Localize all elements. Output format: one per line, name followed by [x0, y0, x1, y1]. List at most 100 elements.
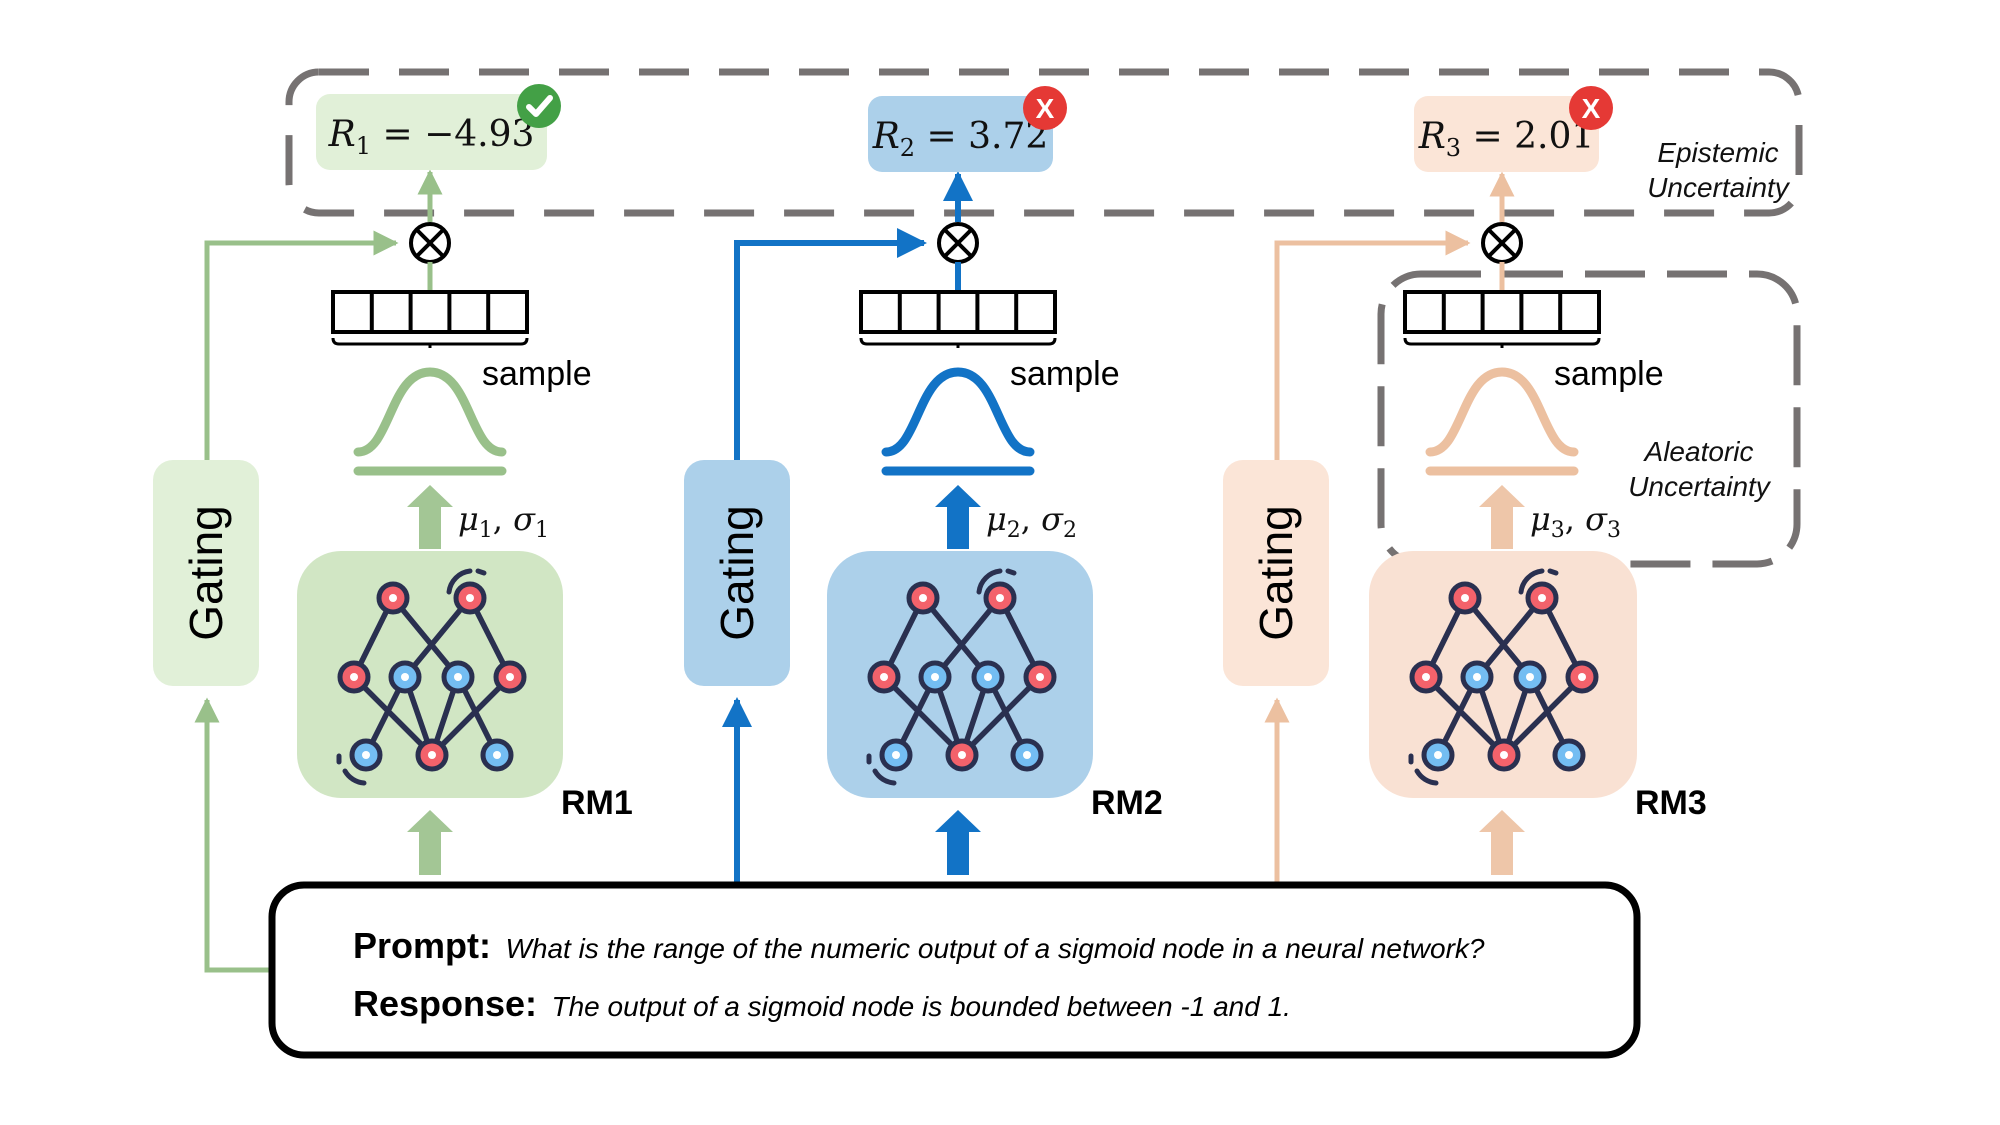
reward-model-rm3[interactable]: RM3	[1369, 551, 1707, 822]
nn-edge	[1462, 596, 1533, 679]
gating-module[interactable]: Gating	[1223, 460, 1329, 686]
reward-box	[1414, 96, 1599, 172]
sigma-index: 1	[535, 518, 549, 543]
vector-brace	[859, 337, 1057, 348]
params-label: μ2, σ2	[986, 500, 1077, 543]
nn-motion-dot	[475, 568, 487, 576]
nn-motion-arc	[872, 768, 897, 786]
comma: ,	[1565, 500, 1585, 538]
cross-badge-icon: X	[1569, 86, 1613, 130]
nn-edge	[920, 596, 991, 679]
nn-motion-arc	[1518, 568, 1545, 595]
comma: ,	[493, 500, 513, 538]
nn-node-core	[362, 751, 370, 759]
input-to-rm-arrow	[407, 810, 453, 875]
reward-model-box[interactable]	[297, 551, 563, 798]
nn-edge	[1502, 675, 1584, 757]
gating-module[interactable]: Gating	[684, 460, 790, 686]
reward-index: 2	[900, 134, 915, 162]
nn-edge	[882, 675, 964, 757]
gating-box[interactable]	[1223, 460, 1329, 686]
vector-box	[1403, 290, 1601, 334]
nn-node-core	[892, 751, 900, 759]
nn-node-core	[1526, 673, 1534, 681]
cross-icon: X	[1582, 93, 1601, 124]
check-badge-icon	[517, 84, 561, 128]
epistemic-dashed-border	[285, 68, 1803, 217]
nn-edge	[1424, 675, 1506, 757]
otimes-cross-b	[1487, 228, 1517, 258]
nn-node-core	[1473, 673, 1481, 681]
reward-model-rm1[interactable]: RM1	[297, 551, 633, 822]
params-arrow	[935, 485, 981, 549]
gating-box[interactable]	[153, 460, 259, 686]
otimes-icon	[1481, 222, 1523, 264]
nn-edge	[1474, 596, 1545, 679]
nn-motion-arc	[1414, 768, 1439, 786]
nn-node-core	[1538, 594, 1546, 602]
reward-equals: =	[371, 114, 424, 155]
nn-edge	[352, 675, 434, 757]
sample-label: sample	[1010, 355, 1120, 393]
nn-motion-dot	[1547, 568, 1559, 576]
nn-edge	[932, 596, 1003, 679]
input-to-rm-arrow	[1479, 810, 1525, 875]
cross-badge-icon: X	[1023, 86, 1067, 130]
sigma-symbol: σ	[1585, 500, 1608, 538]
reward-number: −4.93	[424, 114, 534, 155]
gating-label: Gating	[1250, 505, 1302, 641]
input-to-rm-arrow	[935, 810, 981, 875]
input-box-border	[268, 881, 1641, 1059]
reward-value: R2 = 3.72	[872, 116, 1049, 162]
sigma-index: 3	[1607, 518, 1621, 543]
reward-model-rm2[interactable]: RM2	[827, 551, 1163, 822]
gating-module[interactable]: Gating	[153, 460, 259, 686]
badge-circle	[1023, 86, 1067, 130]
reward-output: R3 = 2.01X	[1414, 86, 1613, 172]
nn-node-core	[919, 594, 927, 602]
reward-model-box[interactable]	[827, 551, 1093, 798]
sample-label: sample	[1554, 355, 1664, 393]
nn-node-core	[401, 673, 409, 681]
gating-box[interactable]	[684, 460, 790, 686]
nn-node-core	[454, 673, 462, 681]
gating-label: Gating	[711, 505, 763, 641]
mu-symbol: μ	[1530, 500, 1551, 538]
vector-box	[859, 290, 1057, 334]
reward-model-label: RM1	[561, 784, 633, 822]
nn-edge	[960, 675, 1042, 757]
otimes-icon	[937, 222, 979, 264]
mu-index: 2	[1007, 518, 1021, 543]
gaussian-curve-icon	[881, 367, 1035, 457]
gating-output-arrow	[734, 228, 927, 460]
mu-symbol: μ	[458, 500, 479, 538]
gating-output-arrow	[1274, 230, 1471, 460]
sample-vector	[1403, 290, 1601, 348]
nn-edge	[402, 596, 473, 679]
otimes-icon	[409, 222, 451, 264]
reward-index: 1	[356, 132, 371, 160]
nn-edge	[430, 675, 512, 757]
nn-motion-arc	[976, 568, 1003, 595]
nn-node-core	[466, 594, 474, 602]
params-label: μ1, σ1	[458, 500, 549, 543]
neural-network-icon	[336, 568, 527, 786]
neural-network-icon	[1408, 568, 1599, 786]
epistemic-label-line1: Epistemic	[1657, 137, 1778, 168]
input-box: Prompt: What is the range of the numeric…	[268, 881, 1641, 1059]
reward-model-box[interactable]	[1369, 551, 1637, 798]
prompt-line: Prompt: What is the range of the numeric…	[353, 925, 1485, 966]
epistemic-uncertainty-region: Epistemic Uncertainty	[285, 68, 1803, 217]
vector-brace	[331, 337, 529, 348]
reward-output: R1 = −4.93	[316, 84, 561, 170]
mu-symbol: μ	[986, 500, 1007, 538]
reward-box	[868, 96, 1053, 172]
nn-node-core	[1461, 594, 1469, 602]
nn-node-core	[1500, 751, 1508, 759]
gating-input-connector	[194, 697, 270, 973]
comma: ,	[1021, 500, 1041, 538]
